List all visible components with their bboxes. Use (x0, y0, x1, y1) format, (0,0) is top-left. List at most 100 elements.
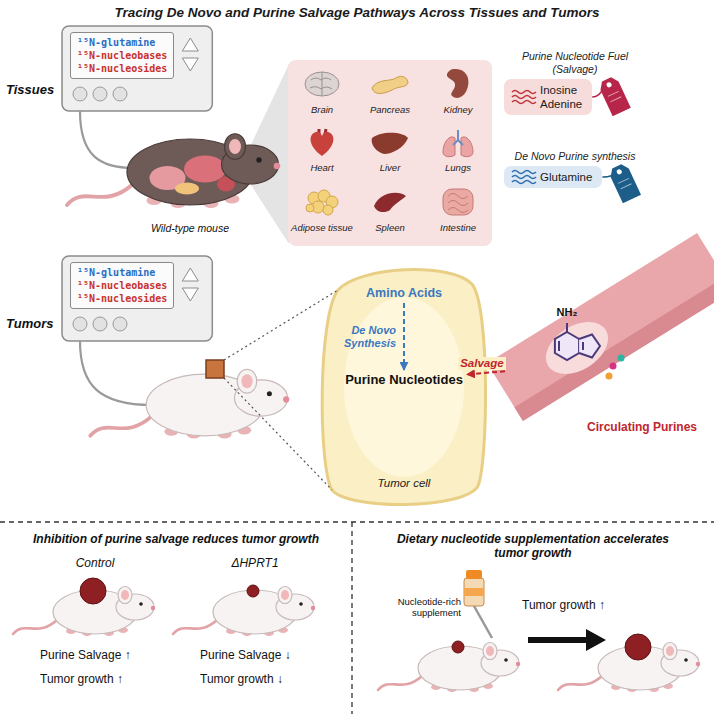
wave-icon-part (512, 181, 536, 184)
mouse-figure-part (241, 374, 252, 388)
chem-group: NH₂ (550, 306, 584, 319)
wave-icon-part (512, 101, 536, 104)
infusion-pump-part (93, 317, 107, 331)
intestine-icon-part (448, 194, 468, 213)
mouse-figure-part (281, 590, 289, 600)
growth-arrow-part (528, 637, 588, 643)
fuel-tag-part (597, 75, 630, 116)
brain-icon-part (305, 72, 339, 96)
pancreas-icon-part (372, 76, 408, 93)
organ-label: Brain (311, 104, 333, 115)
mouse-figure-part (118, 587, 132, 604)
fuel-tag-part-part (616, 168, 623, 175)
mouse-figure-part (247, 585, 259, 597)
mouse-figure (378, 641, 520, 692)
section-divider (0, 522, 714, 714)
vessel-wall (487, 233, 714, 421)
brain-icon-part (310, 72, 332, 96)
mouse-figure-part (666, 646, 674, 656)
mouse-figure (90, 369, 289, 438)
supplement-bottle (464, 570, 492, 638)
purine-dot (606, 373, 613, 380)
metabolite-name: Glutamine (540, 170, 592, 184)
brain-icon (305, 72, 339, 96)
heart-icon (311, 129, 334, 156)
intestine-icon (443, 189, 473, 215)
mouse-figure-part (452, 641, 464, 653)
mouse-figure-part (486, 646, 494, 656)
purine-molecule-part (559, 323, 583, 351)
group-label: Control (50, 556, 140, 570)
mouse-figure-part (229, 139, 241, 154)
mouse-figure-part (175, 183, 199, 195)
pump-screen: ¹⁵N-glutamine¹⁵N-nucleobases¹⁵N-nucleosi… (70, 262, 174, 309)
infusion-pump-part (182, 268, 198, 281)
mouse-figure-part (225, 134, 246, 160)
organ-label: Intestine (440, 222, 476, 233)
mouse-figure-part (121, 590, 129, 600)
section-label: Tumors (6, 316, 53, 332)
mouse-figure-part (558, 676, 602, 690)
infusion-pump-part (182, 38, 198, 51)
growth-arrow (528, 629, 606, 651)
fuel-tag-part-part (597, 75, 630, 116)
mouse-figure-part (311, 606, 315, 610)
intestine-icon-part (443, 189, 473, 215)
infusion-pump-part (62, 26, 212, 111)
tumor-marker (206, 290, 338, 490)
node-label: Amino Acids (366, 286, 442, 301)
blood-vessel: Circulating Purines (505, 270, 705, 455)
tumor-marker-part (206, 360, 224, 378)
wave-icon-part (512, 171, 536, 174)
panel-heading: Inhibition of purine salvage reduces tum… (6, 532, 346, 546)
effect-label: Purine Salvage ↓ (200, 648, 291, 662)
organ-label: Adipose tissue (291, 222, 353, 233)
denovo-fuel-box: De Novo Purine synthesisGlutamine (500, 150, 650, 188)
mouse-figure (173, 585, 315, 636)
cell-label: Tumor cell (378, 476, 431, 490)
tumor-cell-outline-part (322, 270, 485, 505)
adipose-icon-part (306, 204, 314, 212)
infusion-label: ¹⁵N-glutamine (77, 36, 167, 49)
fuel-box: Glutamine (504, 166, 602, 188)
mouse-figure-part (256, 157, 261, 162)
lungs-icon (443, 130, 473, 157)
organ-label: Pancreas (370, 104, 410, 115)
infusion-label: ¹⁵N-nucleobases (77, 279, 167, 292)
edge-label: De Novo Synthesis (334, 324, 396, 350)
fuel-heading: De Novo Purine synthesis (500, 150, 650, 163)
mouse-figure-part (151, 606, 155, 610)
wave-icon-part (512, 176, 536, 179)
edge-label: Salvage (458, 357, 505, 370)
mouse-figure-part (13, 620, 57, 634)
growth-arrow-part (586, 629, 606, 651)
wave-icon-part (512, 96, 536, 99)
organ-label: Kidney (443, 104, 472, 115)
mouse-figure-part (625, 634, 651, 660)
liver-icon-part (372, 133, 408, 154)
node-label: Purine Nucleotides (345, 372, 463, 388)
vessel-wall (514, 277, 714, 421)
kidney-icon-part (447, 69, 469, 98)
de-novo-arrow (403, 303, 405, 370)
lungs-icon-part (453, 130, 463, 145)
vessel-label: Circulating Purines (587, 420, 697, 434)
supplement-bottle-part (466, 570, 482, 579)
metabolite-name: Inosine (540, 83, 582, 97)
infusion-label: ¹⁵N-nucleobases (77, 49, 167, 62)
kidney-icon (447, 69, 469, 98)
infusion-tube (80, 341, 152, 405)
wave-icon-part (512, 91, 536, 94)
organ-label: Lungs (445, 162, 471, 173)
infusion-label: ¹⁵N-nucleosides (77, 292, 167, 305)
mouse-figure-part (299, 602, 303, 606)
mouse-figure-part (90, 416, 152, 436)
vessel-opening (537, 311, 618, 384)
fuel-tag-part (608, 162, 641, 203)
infusion-pump-part (73, 317, 87, 331)
organ-label: Spleen (375, 222, 405, 233)
pancreas-icon (372, 76, 408, 93)
effect-label: Tumor growth ↑ (522, 598, 605, 612)
fuel-tag-part-part (608, 91, 621, 102)
